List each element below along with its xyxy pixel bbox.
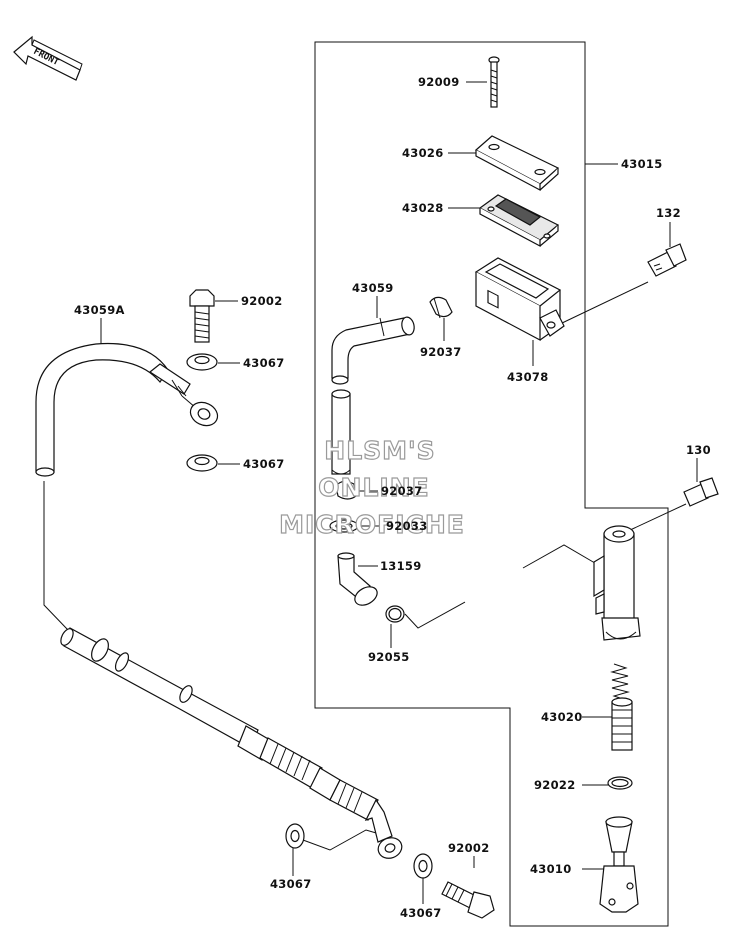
banjo-bolt-92002-lower [441, 881, 495, 919]
bolt-130 [683, 477, 719, 507]
o-ring-92055 [385, 605, 405, 623]
watermark-line-1: HLSM'S [324, 436, 435, 465]
leader-lines [43, 81, 698, 904]
washer-43067-a [186, 353, 218, 371]
circlip-92033 [329, 519, 359, 533]
part-label-43067-a: 43067 [243, 356, 285, 370]
part-labels: 92009 43026 43015 43028 132 43059 92037 … [74, 75, 711, 920]
part-label-132: 132 [656, 206, 681, 220]
part-label-43067-c: 43067 [270, 877, 312, 891]
spring-piston-43020 [610, 663, 633, 751]
part-label-92002-lower: 92002 [448, 841, 490, 855]
part-label-43010: 43010 [530, 862, 572, 876]
part-label-92002-upper: 92002 [241, 294, 283, 308]
circlip-92022 [607, 776, 633, 790]
reservoir-cap-43026 [474, 135, 560, 191]
push-rod-43010 [599, 816, 639, 913]
washer-43067-c [285, 823, 305, 849]
reservoir-hose-43059 [331, 316, 415, 475]
part-label-43067-b: 43067 [243, 457, 285, 471]
watermark-line-2: ONLINE [318, 473, 429, 502]
part-label-43059: 43059 [352, 281, 394, 295]
part-label-92037-lower: 92037 [381, 484, 423, 498]
part-label-43078: 43078 [507, 370, 549, 384]
washer-43067-d [413, 853, 433, 879]
part-label-92009: 92009 [418, 75, 460, 89]
part-label-130: 130 [686, 443, 711, 457]
watermark-line-3: MICROFICHE [279, 510, 465, 539]
part-label-43067-d: 43067 [400, 906, 442, 920]
hose-clip-92037-lower [335, 480, 357, 500]
part-label-43026: 43026 [402, 146, 444, 160]
part-label-43020: 43020 [541, 710, 583, 724]
screw-92009 [488, 56, 500, 108]
master-cylinder-body [593, 525, 641, 641]
part-label-43028: 43028 [402, 201, 444, 215]
fitting-13159 [337, 552, 378, 606]
part-label-43059A: 43059A [74, 303, 125, 317]
part-label-92037-upper: 92037 [420, 345, 462, 359]
part-label-92022: 92022 [534, 778, 576, 792]
part-label-92055: 92055 [368, 650, 410, 664]
diaphragm-43028 [478, 194, 560, 247]
brake-hose-43059A-lower [60, 627, 403, 859]
hose-clip-92037-upper [429, 296, 453, 319]
assembly-boundary [314, 41, 669, 927]
part-label-92033: 92033 [386, 519, 428, 533]
watermark: HLSM'S ONLINE MICROFICHE [279, 435, 465, 539]
bolt-132 [647, 243, 687, 277]
part-label-13159: 13159 [380, 559, 422, 573]
banjo-bolt-92002-upper [189, 289, 215, 343]
brake-hose-43059A [35, 342, 219, 477]
washer-43067-b [186, 454, 218, 472]
reservoir-body-43078 [474, 257, 565, 341]
part-label-43015: 43015 [621, 157, 663, 171]
front-arrow-icon: FRONT [13, 35, 83, 81]
